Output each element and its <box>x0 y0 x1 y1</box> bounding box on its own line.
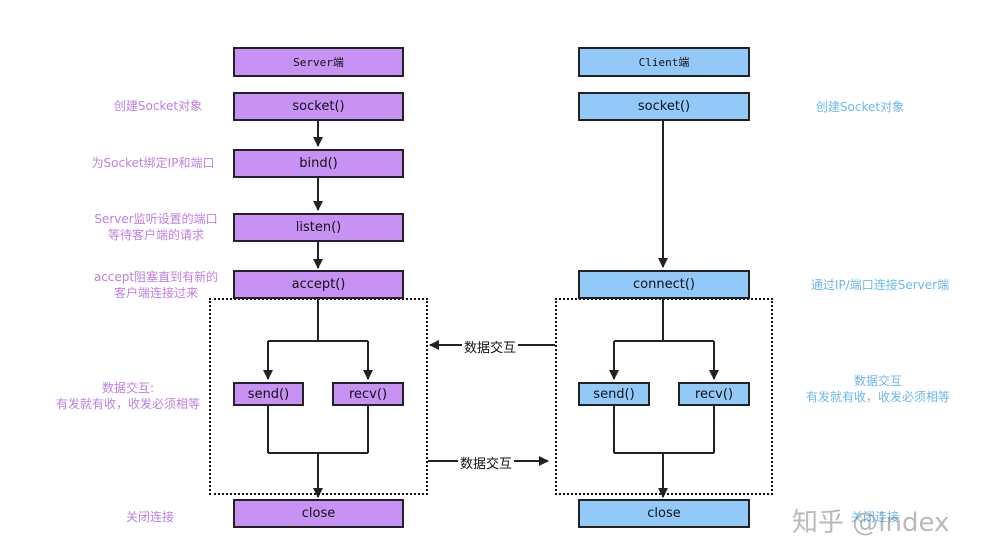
server-exchange-region <box>209 298 428 495</box>
server-note-listen-line2: 等待客户端的请求 <box>107 228 204 242</box>
server-note-accept-line2: 客户端连接过来 <box>113 286 198 300</box>
server-socket-box: socket() <box>233 92 404 121</box>
server-close-box: close <box>233 499 404 528</box>
client-note-create-socket-text: 创建Socket对象 <box>815 100 905 114</box>
server-note-close: 关闭连接 <box>100 509 200 525</box>
client-note-close: 关闭连接 <box>830 509 920 525</box>
client-note-close-text: 关闭连接 <box>850 510 899 524</box>
server-note-exchange: 数据交互: 有发就有收，收发必须相等 <box>40 380 216 412</box>
server-recv-box: recv() <box>332 382 404 406</box>
client-note-exchange: 数据交互 有发就有收，收发必须相等 <box>790 373 966 405</box>
server-header-box: Server端 <box>233 47 404 77</box>
server-note-listen: Server监听设置的端口 等待客户端的请求 <box>78 211 234 243</box>
server-send-box: send() <box>233 382 304 406</box>
server-note-listen-line1: Server监听设置的端口 <box>94 212 218 226</box>
client-note-connect-text: 通过IP/端口连接Server端 <box>810 278 950 292</box>
server-note-close-text: 关闭连接 <box>125 510 174 524</box>
server-note-exchange-line2: 有发就有收，收发必须相等 <box>55 397 200 411</box>
watermark: 知乎 @index <box>792 508 950 538</box>
server-listen-box: listen() <box>233 213 404 242</box>
client-socket-box: socket() <box>578 92 750 121</box>
client-recv-box: recv() <box>678 382 750 406</box>
server-note-accept-line1: accept阻塞直到有新的 <box>93 270 219 284</box>
client-note-create-socket: 创建Socket对象 <box>790 99 930 115</box>
server-note-accept: accept阻塞直到有新的 客户端连接过来 <box>78 269 234 301</box>
exchange-label-top: 数据交互 <box>462 337 519 356</box>
client-header-box: Client端 <box>578 47 750 77</box>
server-note-bind-text: 为Socket绑定IP和端口 <box>91 156 215 170</box>
server-accept-box: accept() <box>233 270 404 299</box>
client-send-box: send() <box>578 382 650 406</box>
client-note-connect: 通过IP/端口连接Server端 <box>795 277 965 293</box>
server-note-bind: 为Socket绑定IP和端口 <box>78 155 228 171</box>
exchange-label-bottom: 数据交互 <box>458 453 515 472</box>
client-note-exchange-line1: 数据交互 <box>853 374 902 388</box>
server-note-create-socket-text: 创建Socket对象 <box>113 99 203 113</box>
server-bind-box: bind() <box>233 149 404 178</box>
client-connect-box: connect() <box>578 270 750 299</box>
server-note-create-socket: 创建Socket对象 <box>88 98 228 114</box>
server-note-exchange-line1: 数据交互: <box>101 381 155 395</box>
client-close-box: close <box>578 499 750 528</box>
client-exchange-region <box>555 298 773 495</box>
client-note-exchange-line2: 有发就有收，收发必须相等 <box>805 390 950 404</box>
